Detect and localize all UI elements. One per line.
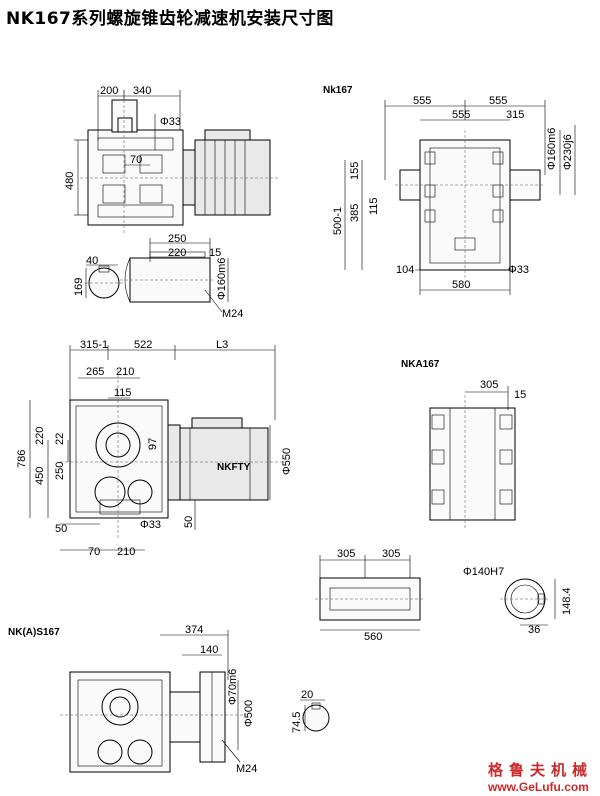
dim-555-c: 555 [452,109,470,121]
dim-l3: L3 [216,339,228,351]
dim-phi33-top: Φ33 [160,116,181,128]
dim-phi230j6: Φ230j6 [562,134,574,170]
shaft-detail [85,238,229,313]
nka167-view [429,386,516,530]
watermark-cn: 格鲁夫机械 [488,761,593,779]
nks167-view [60,630,330,773]
hollow-shaft-section [315,555,556,631]
dim-220-mid: 220 [34,427,46,445]
dim-315-1: 315-1 [80,339,108,351]
dim-210-top: 210 [116,366,134,378]
dim-15-nka: 15 [514,389,526,401]
dim-115-mid: 115 [114,387,132,399]
dim-210-bottom: 210 [117,546,135,558]
dim-phi550: Φ550 [281,448,293,475]
dim-555-a: 555 [413,95,431,107]
dim-70-mid: 70 [88,546,100,558]
view-label-nk167: Nk167 [323,85,353,96]
dim-305-a: 305 [337,548,355,560]
dim-phi70m6: Φ70m6 [227,669,239,705]
dim-786: 786 [16,450,28,468]
front-gearbox-view [29,345,285,551]
dim-522: 522 [134,339,152,351]
dim-220: 220 [168,247,186,259]
dim-305-nka: 305 [480,379,498,391]
dim-140: 140 [200,644,218,656]
dim-555-b: 555 [489,95,507,107]
dim-50-left: 50 [55,523,67,535]
dim-250-mid: 250 [54,462,66,480]
dim-36: 36 [528,624,540,636]
dim-phi160m6-shaft: Φ160m6 [216,258,228,300]
dim-148-4: 148.4 [561,587,573,615]
dim-250: 250 [168,233,186,245]
dim-104: 104 [396,264,414,276]
dim-m24-shaft: M24 [222,308,243,320]
dim-265: 265 [86,366,104,378]
dim-580: 580 [452,279,470,291]
dim-phi140h7: Φ140H7 [463,566,504,578]
dim-74-5: 74.5 [291,712,303,733]
dim-340: 340 [133,85,151,97]
dim-500: 500-1 [332,207,344,235]
view-label-nks167: NK(A)S167 [8,627,60,638]
dim-phi500: Φ500 [243,700,255,727]
dim-70-top: 70 [130,154,142,166]
dim-40: 40 [86,255,98,267]
dim-22: 22 [54,433,66,445]
drawing-title: NK167系列螺旋锥齿轮减速机安装尺寸图 [6,9,334,29]
dim-20: 20 [301,689,313,701]
dim-50-right: 50 [183,516,195,528]
dim-200: 200 [100,85,118,97]
dim-phi33-nk: Φ33 [508,264,529,276]
dim-385: 385 [349,204,361,222]
watermark-url: www.GeLufu.com [487,780,589,794]
dim-155: 155 [349,162,361,180]
dim-phi33-mid: Φ33 [140,519,161,531]
dim-450: 450 [34,467,46,485]
dim-phi160m6-nk: Φ160m6 [546,128,558,170]
dim-15-shaft: 15 [209,247,221,259]
dim-315-nk: 315 [506,109,524,121]
dim-169: 169 [73,278,85,296]
nk167-view [344,100,576,295]
top-gearbox-view [74,90,280,235]
dim-560: 560 [364,631,382,643]
motor-brand: NKFTY [217,462,251,473]
dim-374: 374 [185,624,203,636]
dim-480: 480 [64,172,76,190]
view-label-nka167: NKA167 [401,359,440,370]
dim-115-nk: 115 [368,197,380,215]
dim-305-b: 305 [382,548,400,560]
dim-m24-bottom: M24 [236,763,257,775]
dim-97: 97 [147,438,159,450]
